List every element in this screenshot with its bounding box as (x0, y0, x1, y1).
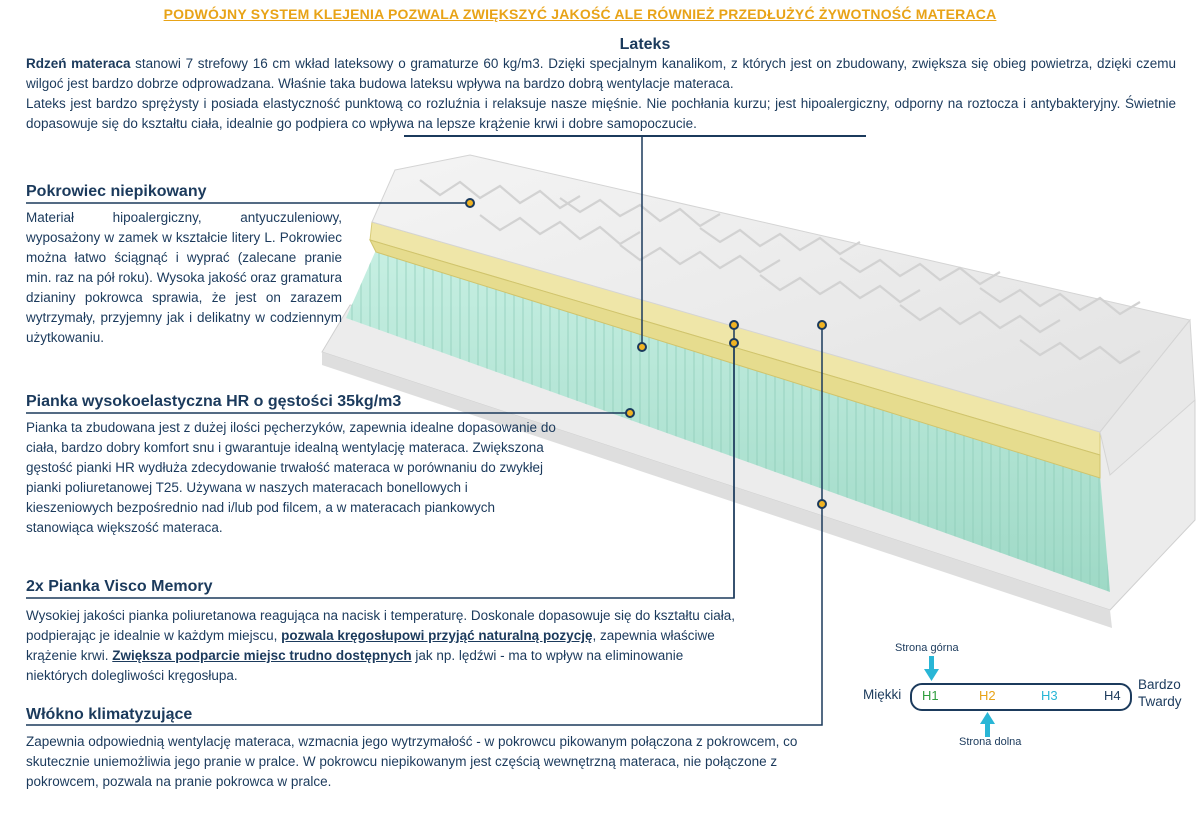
latex-heading: Lateks (619, 36, 671, 53)
top-side-label: Strona górna (895, 642, 959, 654)
latex-underline (404, 135, 866, 137)
latex-paragraph-2: Lateks jest bardzo sprężysty i posiada e… (26, 96, 1176, 131)
firmness-h2: H2 (979, 688, 996, 703)
firmness-h1: H1 (922, 688, 939, 703)
cover-text: Materiał hipoalergiczny, antyuczuleniowy… (26, 210, 342, 345)
soft-label: Miękki (863, 687, 902, 702)
visco-text-3: jak np. lędźwi - ma to wpływ na eliminow… (26, 648, 684, 683)
visco-highlight-2: Zwiększa podparcie miejsc trudno dostępn… (112, 648, 412, 663)
cover-pointer-dot (465, 198, 475, 208)
fiber-pointer-dot-1 (817, 320, 827, 330)
pointer-lines (26, 136, 823, 726)
firmness-h4: H4 (1104, 688, 1121, 703)
visco-pointer-dot-2 (729, 338, 739, 348)
banner-title: PODWÓJNY SYSTEM KLEJENIA POZWALA ZWIĘKSZ… (163, 6, 997, 22)
visco-text: Wysokiej jakości pianka poliuretanowa re… (26, 606, 738, 686)
bottom-side-arrow-icon (980, 712, 995, 737)
bottom-side-label: Strona dolna (959, 736, 1022, 748)
cover-heading: Pokrowiec niepikowany (26, 183, 207, 200)
hr-pointer-dot (625, 408, 635, 418)
hr-text: Pianka ta zbudowana jest z dużej ilości … (26, 420, 556, 535)
visco-text-1: Wysokiej jakości pianka poliuretanowa re… (26, 608, 736, 643)
latex-pointer-dot (637, 342, 647, 352)
cover-quilting (419, 179, 1141, 365)
hard-label-line1: Bardzo (1138, 677, 1181, 692)
base-front (322, 352, 1112, 628)
top-side-arrow-icon (924, 656, 939, 681)
visco-highlight-1: pozwala kręgosłupowi przyjąć naturalną p… (281, 628, 593, 643)
firmness-h3: H3 (1041, 688, 1058, 703)
fiber-text: Zapewnia odpowiednią wentylację materaca… (26, 734, 798, 789)
fiber-pointer-dot-2 (817, 499, 827, 509)
visco-text-2: , zapewnia właściwe krążenie krwi. (26, 628, 715, 663)
hard-label: Bardzo Twardy (1138, 676, 1182, 710)
latex-core-ribs (346, 250, 1110, 592)
hr-heading: Pianka wysokoelastyczna HR o gęstości 35… (26, 393, 402, 410)
hard-label-line2: Twardy (1138, 694, 1182, 709)
fiber-heading: Włókno klimatyzujące (26, 706, 193, 723)
firmness-scale-box (910, 683, 1132, 711)
visco-layer-2 (369, 239, 1101, 479)
visco-heading: 2x Pianka Visco Memory (26, 578, 213, 595)
latex-paragraph-1: Rdzeń materaca stanowi 7 strefowy 16 cm … (26, 54, 1176, 94)
latex-strong-label: Rdzeń materaca (26, 56, 131, 71)
latex-text-1: stanowi 7 strefowy 16 cm wkład lateksowy… (26, 56, 1176, 91)
cover-side (1099, 318, 1196, 476)
visco-pointer-dot-1 (729, 320, 739, 330)
